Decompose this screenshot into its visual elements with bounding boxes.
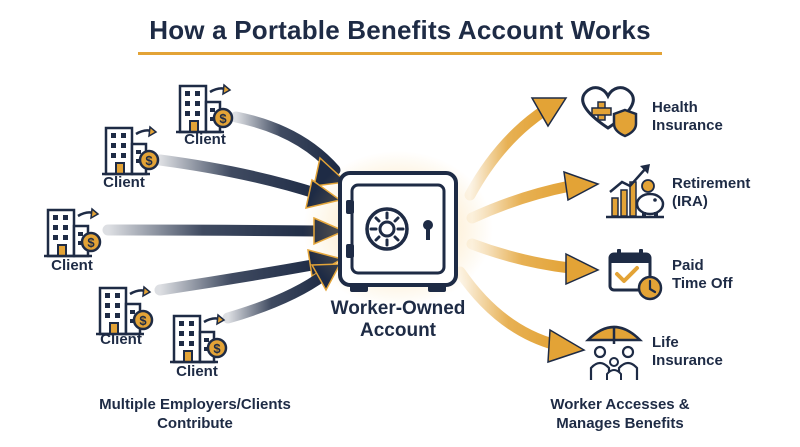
heart-shield-icon bbox=[581, 86, 638, 138]
benefit-label-line1: Health bbox=[652, 99, 698, 116]
client-label: Client bbox=[100, 331, 142, 348]
title-underline bbox=[138, 52, 662, 55]
benefit-label-line1: Paid bbox=[672, 257, 704, 274]
safe-icon bbox=[303, 151, 493, 307]
arrow-account-to-health bbox=[464, 104, 551, 201]
benefit-label-line2: Time Off bbox=[672, 275, 733, 292]
benefit-label-retirement: Retirement (IRA) bbox=[672, 175, 750, 211]
account-label-line1: Worker-Owned bbox=[330, 298, 466, 319]
left-caption-line1: Multiple Employers/Clients bbox=[99, 396, 291, 413]
arrow-client-1-to-account bbox=[230, 111, 341, 176]
calendar-clock-icon bbox=[608, 249, 663, 301]
client-label: Client bbox=[51, 257, 93, 274]
client-icons bbox=[44, 83, 234, 364]
left-caption: Multiple Employers/Clients Contribute bbox=[60, 395, 330, 433]
growth-chart-piggy-bank-icon bbox=[606, 164, 665, 219]
benefit-label-line2: Insurance bbox=[652, 352, 723, 369]
right-caption-line1: Worker Accesses & bbox=[550, 396, 690, 413]
office-building-dollar-icon bbox=[170, 313, 228, 364]
arrow-client-4-to-account bbox=[154, 258, 324, 296]
client-label: Client bbox=[103, 174, 145, 191]
benefit-label-life: Life Insurance bbox=[652, 334, 723, 370]
arrow-account-to-life bbox=[454, 266, 562, 351]
page-title: How a Portable Benefits Account Works bbox=[149, 15, 651, 45]
office-building-dollar-icon bbox=[102, 125, 160, 176]
client-label: Client bbox=[176, 363, 218, 380]
client-label: Client bbox=[184, 131, 226, 148]
right-caption-line2: Manages Benefits bbox=[556, 415, 684, 432]
benefit-label-line2: Insurance bbox=[652, 117, 723, 134]
left-caption-line2: Contribute bbox=[157, 415, 233, 432]
benefit-label-health: Health Insurance bbox=[652, 99, 723, 135]
right-caption: Worker Accesses & Manages Benefits bbox=[510, 395, 730, 433]
arrow-client-5-to-account bbox=[222, 269, 330, 324]
benefit-arrows bbox=[454, 97, 600, 364]
office-building-dollar-icon bbox=[44, 207, 102, 258]
arrow-client-3-to-account bbox=[102, 224, 324, 237]
account-label-line2: Account bbox=[360, 320, 436, 341]
umbrella-family-icon bbox=[584, 325, 644, 380]
benefit-label-pto: Paid Time Off bbox=[672, 257, 733, 293]
account-label: Worker-Owned Account bbox=[318, 298, 478, 342]
office-building-dollar-icon bbox=[96, 285, 154, 336]
benefit-label-line1: Retirement bbox=[672, 175, 751, 192]
benefit-label-line1: Life bbox=[652, 334, 679, 351]
benefit-label-line2: (IRA) bbox=[672, 193, 708, 210]
arrow-client-2-to-account bbox=[154, 154, 324, 200]
office-building-dollar-icon bbox=[176, 83, 234, 134]
